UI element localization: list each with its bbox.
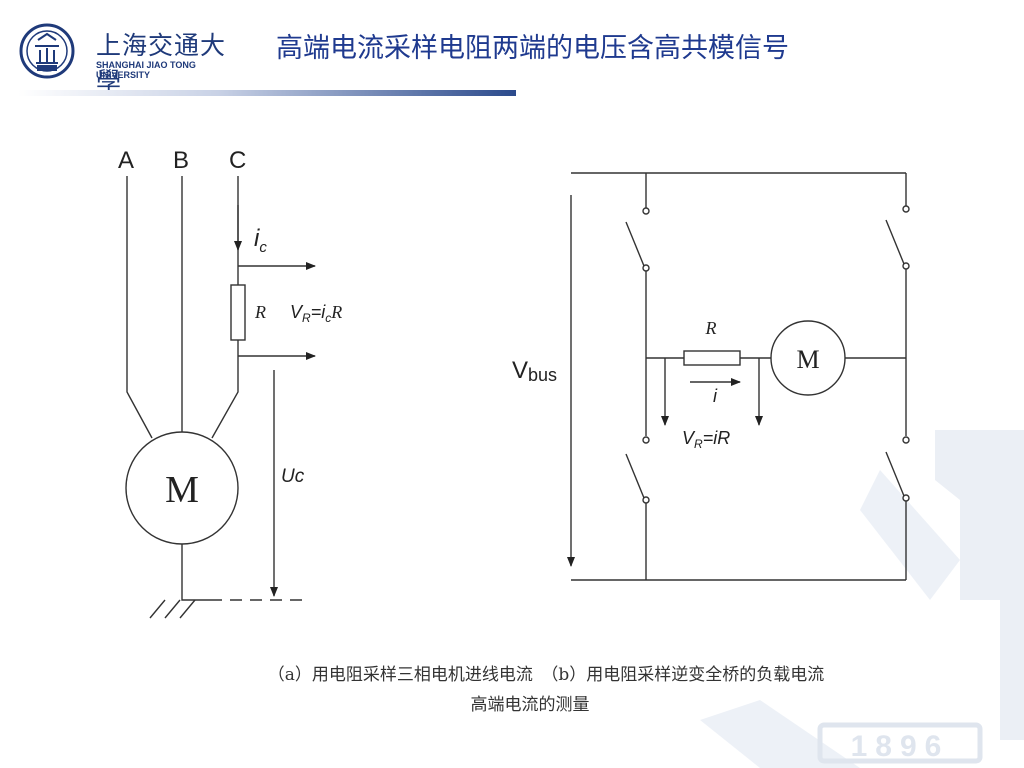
- figure-subcaption: 高端电流的测量: [470, 695, 590, 715]
- label-phase-c: C: [229, 147, 246, 174]
- label-current-ic: ic: [254, 225, 267, 256]
- label-phase-a: A: [118, 147, 134, 174]
- diagram-a-three-phase: [125, 176, 316, 619]
- diagram-b-full-bridge: [567, 172, 910, 581]
- label-vbus: Vbus: [512, 357, 557, 385]
- ground-hatch: [149, 599, 196, 619]
- label-resistor-a: R: [254, 302, 266, 322]
- label-current-i: i: [713, 386, 718, 406]
- label-motor-b: M: [796, 345, 819, 374]
- university-logo: 上海交通大學 SHANGHAI JIAO TONG UNIVERSITY: [18, 22, 248, 96]
- university-name-en: SHANGHAI JIAO TONG UNIVERSITY: [96, 60, 196, 80]
- label-motor-a: M: [165, 469, 199, 511]
- resistor-a: [230, 284, 246, 341]
- switch-bottom-right: [885, 451, 905, 497]
- label-uc: Uc: [281, 466, 305, 487]
- label-resistor-b: R: [705, 318, 717, 338]
- switch-top-right: [885, 219, 905, 265]
- figure-caption: （a）用电阻采样三相电机进线电流 （b）用电阻采样逆变全桥的负载电流: [267, 665, 825, 685]
- switch-top-left: [625, 221, 645, 267]
- switch-bottom-left: [625, 453, 645, 499]
- slide-title: 高端电流采样电阻两端的电压含高共模信号: [276, 33, 789, 64]
- label-vr-a: VR=icR: [290, 302, 342, 325]
- resistor-b: [683, 350, 741, 366]
- university-seal-icon: [19, 23, 75, 79]
- ground-wire: [181, 544, 210, 601]
- watermark-year: 1896: [851, 730, 950, 763]
- title-underline: [18, 90, 516, 96]
- label-phase-b: B: [173, 147, 189, 174]
- phase-a-wire: [126, 176, 153, 439]
- label-vr-b: VR=iR: [682, 428, 730, 451]
